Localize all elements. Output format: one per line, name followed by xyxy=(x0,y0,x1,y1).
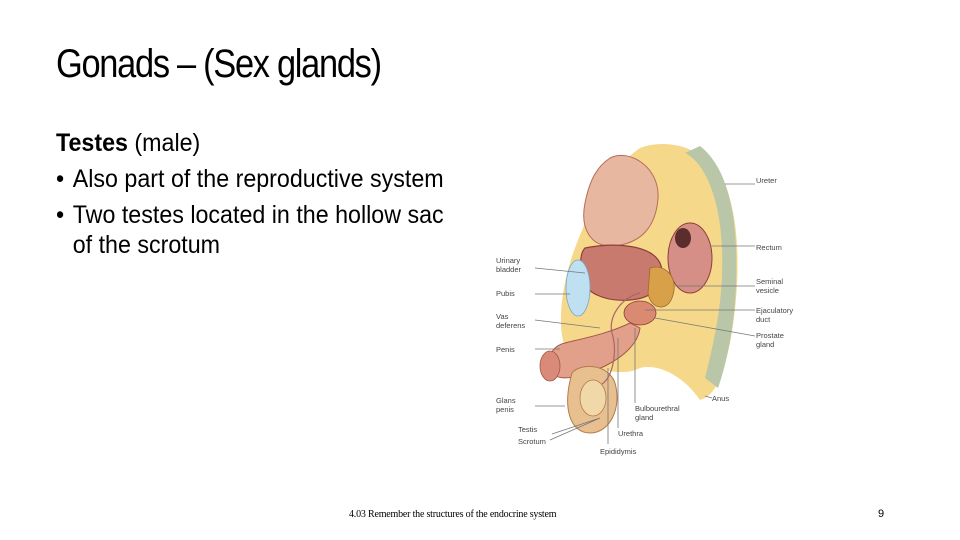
label-penis: Penis xyxy=(496,345,515,354)
label-bulbourethral-gland-1: Bulbourethral xyxy=(635,404,680,413)
bullet-text: Also part of the reproductive system xyxy=(72,165,444,193)
posterior-wall xyxy=(685,146,737,388)
glans-penis xyxy=(539,350,561,382)
right-leaders xyxy=(645,183,756,399)
label-anus: Anus xyxy=(712,394,729,403)
bullet-item: •Two testes located in the hollow sac of… xyxy=(56,200,447,260)
label-glans-penis-2: penis xyxy=(496,405,514,414)
label-vas-deferens-2: deferens xyxy=(496,321,525,330)
rectum-lumen xyxy=(675,228,691,248)
heading-bold: Testes xyxy=(56,129,128,157)
label-ejaculatory-duct-1: Ejaculatory xyxy=(756,306,793,315)
left-leaders xyxy=(534,267,601,407)
bullet-item: •Also part of the reproductive system xyxy=(56,164,447,194)
seminal-vesicle xyxy=(647,266,675,308)
label-vas-deferens-1: Vas xyxy=(496,312,509,321)
label-seminal-vesicle-2: vesicle xyxy=(756,286,779,295)
label-seminal-vesicle-1: Seminal xyxy=(756,277,783,286)
label-ureter: Ureter xyxy=(756,176,777,185)
label-prostate-gland-1: Prostate xyxy=(756,331,784,340)
footer-text: 4.03 Remember the structures of the endo… xyxy=(349,509,557,520)
label-ejaculatory-duct-2: duct xyxy=(756,315,771,324)
vas-deferens xyxy=(601,292,641,385)
label-rectum: Rectum xyxy=(756,243,782,252)
slide-body: Testes (male) •Also part of the reproduc… xyxy=(56,128,447,266)
label-urinary-bladder-1: Urinary xyxy=(496,256,520,265)
label-bulbourethral-gland-2: gland xyxy=(635,413,653,422)
anatomy-illustration: Urinary bladder Pubis Vas deferens Penis… xyxy=(490,138,800,462)
testis xyxy=(579,379,607,417)
label-scrotum: Scrotum xyxy=(518,437,546,446)
bullet-list: •Also part of the reproductive system •T… xyxy=(56,164,447,260)
section-heading: Testes (male) xyxy=(56,128,447,158)
label-glans-penis-1: Glans xyxy=(496,396,516,405)
label-pubis: Pubis xyxy=(496,289,515,298)
prostate-gland xyxy=(623,300,657,326)
page-number: 9 xyxy=(878,508,885,520)
label-urinary-bladder-2: bladder xyxy=(496,265,522,274)
label-prostate-gland-2: gland xyxy=(756,340,774,349)
slide-title: Gonads – (Sex glands) xyxy=(56,42,382,86)
pubis xyxy=(565,259,591,317)
bullet-dot: • xyxy=(56,165,65,193)
heading-rest: (male) xyxy=(127,129,201,157)
bullet-dot: • xyxy=(56,201,65,229)
male-reproductive-diagram: Urinary bladder Pubis Vas deferens Penis… xyxy=(496,143,793,456)
bullet-text: Two testes located in the hollow sac of … xyxy=(72,201,444,259)
testis-leaders xyxy=(549,417,601,441)
label-testis: Testis xyxy=(518,425,537,434)
bottom-leaders xyxy=(607,328,636,444)
label-urethra: Urethra xyxy=(618,429,644,438)
label-epididymis: Epididymis xyxy=(600,447,637,456)
